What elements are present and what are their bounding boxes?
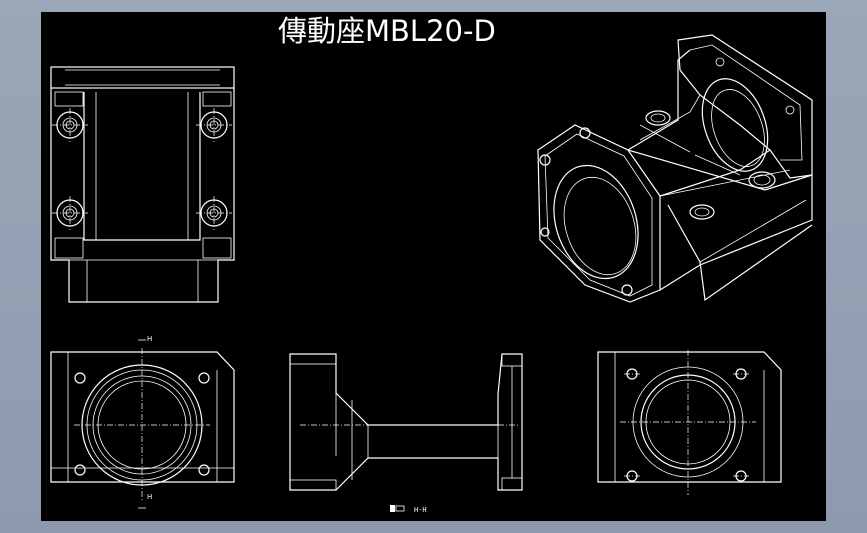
counterbore-hole-icon bbox=[645, 110, 671, 126]
screw-hole-icon bbox=[196, 108, 232, 142]
isometric-view bbox=[537, 34, 813, 303]
section-marker-top: H bbox=[147, 335, 152, 343]
section-view-h-h bbox=[289, 353, 523, 491]
section-marker-bottom: H bbox=[147, 493, 152, 501]
top-view bbox=[50, 66, 235, 303]
front-view bbox=[50, 339, 235, 509]
rear-view bbox=[597, 350, 782, 495]
drawing-title: 傳動座MBL20-D bbox=[278, 14, 496, 48]
screw-hole-icon bbox=[52, 108, 88, 142]
counterbore-hole-icon bbox=[748, 171, 776, 189]
counterbore-hole-icon bbox=[689, 204, 715, 220]
screw-hole-icon bbox=[196, 196, 232, 230]
screw-hole-icon bbox=[52, 196, 88, 230]
drawing-canvas bbox=[41, 12, 826, 521]
section-label-icon bbox=[390, 505, 405, 512]
section-caption: H-H bbox=[414, 506, 427, 514]
